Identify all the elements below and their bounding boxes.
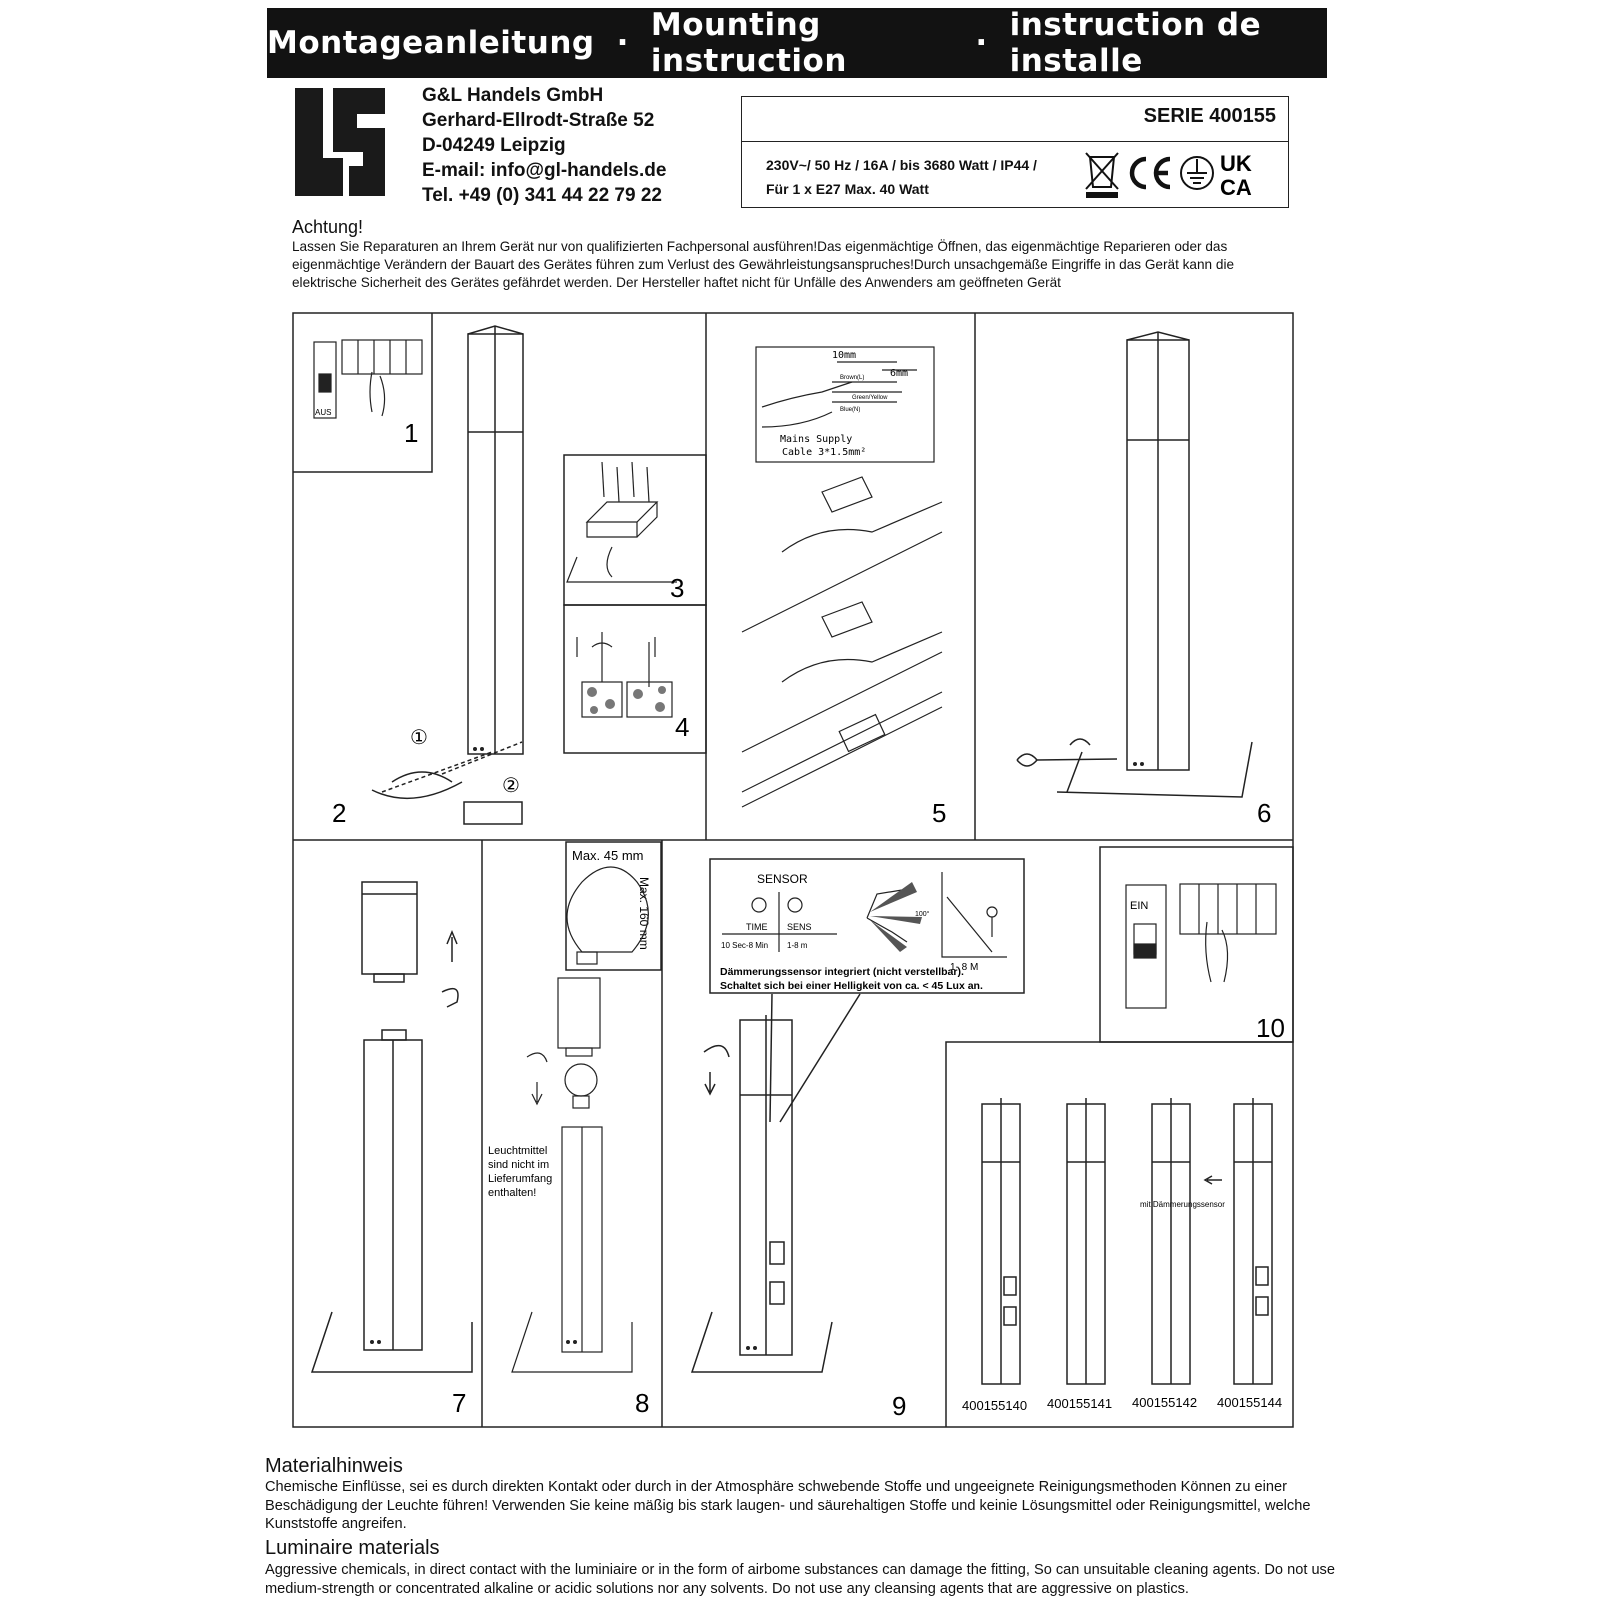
step-9-number: 9 — [892, 1391, 906, 1421]
title-fr: instruction de installe — [1009, 7, 1262, 79]
daemmer-line-1: Dämmerungssensor integriert (nicht verst… — [720, 966, 964, 978]
rating-line-2: Für 1 x E27 Max. 40 Watt — [766, 181, 929, 197]
company-street: Gerhard-Ellrodt-Straße 52 — [422, 110, 655, 131]
title-separator: · — [616, 25, 629, 61]
materials-text-en: Aggressive chemicals, in direct contact … — [265, 1562, 1335, 1597]
title-en: Mounting instruction — [650, 7, 847, 79]
leucht-line-3: Lieferumfang — [488, 1173, 552, 1185]
certification-marks: UK CA — [1085, 151, 1252, 200]
warning-title: Achtung! — [292, 217, 364, 237]
circle-2: ② — [502, 775, 520, 797]
ukca-bottom: CA — [1220, 175, 1252, 200]
weee-bin-icon — [1085, 152, 1119, 198]
rating-line-1: 230V~/ 50 Hz / 16A / bis 3680 Watt / IP4… — [766, 157, 1037, 173]
step-3-number: 3 — [670, 573, 684, 603]
label-10mm: 10mm — [832, 350, 856, 361]
step-5-number: 5 — [932, 798, 946, 828]
max-45-label: Max. 45 mm — [572, 848, 644, 863]
sensor-title: SENSOR — [757, 872, 808, 886]
model-141: 400155141 — [1047, 1396, 1112, 1411]
gl-logo — [295, 88, 385, 196]
circle-1: ① — [410, 727, 428, 749]
daemmer-line-2: Schaltet sich bei einer Helligkeit von c… — [720, 980, 983, 992]
header-banner: Montageanleitung · Mounting instruction … — [267, 7, 1327, 79]
company-name: G&L Handels GmbH — [422, 85, 604, 106]
sens-range: 1-8 m — [787, 941, 808, 950]
serie-label: SERIE 400155 — [1143, 105, 1276, 127]
aus-label: AUS — [315, 408, 331, 417]
ce-mark — [1129, 156, 1171, 190]
materials-title-de: Materialhinweis — [265, 1455, 403, 1477]
title-separator: · — [975, 25, 988, 61]
company-city: D-04249 Leipzig — [422, 135, 566, 156]
step-6-number: 6 — [1257, 798, 1271, 828]
sens-label: SENS — [787, 922, 812, 932]
step-2-number: 2 — [332, 798, 346, 828]
label-green-yellow: Green/Yellow — [852, 395, 888, 401]
model-142: 400155142 — [1132, 1395, 1197, 1410]
earth-icon — [1180, 156, 1214, 190]
model-144: 400155144 — [1217, 1395, 1282, 1410]
company-email: E-mail: info@gl-handels.de — [422, 160, 667, 181]
label-6mm: 6mm — [890, 368, 908, 379]
step-10-number: 10 — [1256, 1013, 1285, 1043]
company-address: G&L Handels GmbH Gerhard-Ellrodt-Straße … — [422, 83, 666, 208]
materials-text-de: Chemische Einflüsse, sei es durch direkt… — [265, 1479, 1311, 1532]
spec-box: SERIE 400155 230V~/ 50 Hz / 16A / bis 36… — [741, 96, 1289, 208]
angle-label: 100° — [915, 910, 930, 918]
leuchtmittel-note: Leuchtmittel sind nicht im Lieferumfang … — [488, 1145, 552, 1199]
max-160-label: Max. 160 mm — [637, 877, 651, 950]
mit-sensor-label: mit Dämmerungssensor — [1140, 1200, 1225, 1209]
time-label: TIME — [746, 922, 768, 932]
title-de: Montageanleitung — [267, 25, 595, 61]
leucht-line-1: Leuchtmittel — [488, 1145, 547, 1157]
ukca-top: UK — [1220, 151, 1252, 176]
step-4-number: 4 — [675, 712, 689, 742]
step-7-number: 7 — [452, 1388, 466, 1418]
mains-line-2: Cable 3*1.5mm² — [782, 447, 866, 458]
materials-title-en: Luminaire materials — [265, 1537, 440, 1559]
leucht-line-4: enthalten! — [488, 1187, 536, 1199]
instruction-diagram: AUS 1 ① ② 2 3 4 — [292, 312, 1294, 1428]
time-range: 10 Sec-8 Min — [721, 941, 768, 950]
rating-text: 230V~/ 50 Hz / 16A / bis 3680 Watt / IP4… — [766, 153, 1037, 201]
label-brown: Brown(L) — [840, 375, 864, 381]
step-1-number: 1 — [404, 418, 418, 448]
warning-text: Lassen Sie Reparaturen an Ihrem Gerät nu… — [292, 239, 1235, 290]
ein-label: EIN — [1130, 900, 1148, 912]
step-8-number: 8 — [635, 1388, 649, 1418]
mains-line-1: Mains Supply — [780, 434, 852, 445]
label-blue: Blue(N) — [840, 407, 860, 413]
distance-label: 1- 8 M — [950, 962, 978, 973]
company-phone: Tel. +49 (0) 341 44 22 79 22 — [422, 185, 662, 206]
leucht-line-2: sind nicht im — [488, 1159, 549, 1171]
model-140: 400155140 — [962, 1398, 1027, 1413]
